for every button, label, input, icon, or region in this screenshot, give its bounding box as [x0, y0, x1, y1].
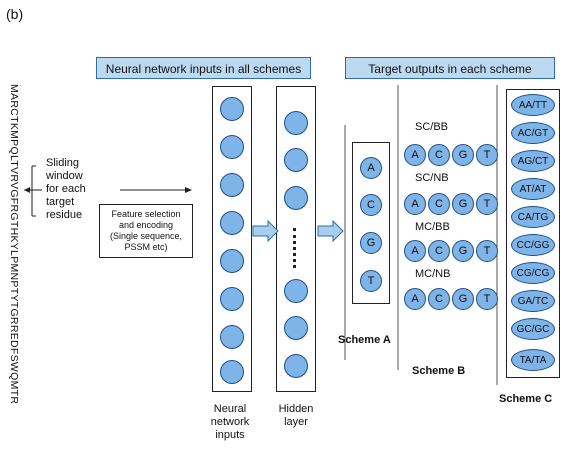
scheme-a-node: C: [360, 194, 382, 216]
input-node: [220, 287, 244, 311]
scheme-c-title: Scheme C: [499, 393, 553, 405]
scheme-b-node: T: [476, 193, 498, 215]
scheme-b-node: G: [452, 144, 474, 166]
input-node: [220, 173, 244, 197]
scheme-b-node: A: [404, 144, 426, 166]
hidden-node: [284, 279, 308, 303]
scheme-b-node: C: [428, 144, 450, 166]
hidden-node: [284, 354, 308, 378]
input-node: [220, 211, 244, 235]
scheme-a-node: A: [360, 157, 382, 179]
scheme-a-title: Scheme A: [338, 334, 391, 346]
hidden-ellipsis: [293, 228, 300, 268]
arrow-hidden-to-output: [317, 220, 344, 242]
window-label: Sliding window for each target residue: [46, 157, 86, 222]
sliding-window-graphic: [24, 165, 192, 217]
feature-box-line: PSSM etc): [124, 242, 168, 252]
scheme-c-node: GA/TC: [511, 290, 555, 312]
inputs-header: Neural network inputs in all schemes: [96, 57, 311, 79]
scheme-c-node: CA/TG: [511, 206, 555, 228]
input-node: [220, 325, 244, 349]
scheme-b-node: C: [428, 193, 450, 215]
arrow-input-to-hidden: [252, 220, 279, 242]
scheme-c-node: AA/TT: [511, 94, 555, 116]
input-node: [220, 97, 244, 121]
input-label-line: Neural: [213, 403, 247, 415]
input-node: [220, 135, 244, 159]
input-node: [220, 249, 244, 273]
outputs-header: Target outputs in each scheme: [345, 57, 555, 79]
scheme-c-node: TA/TA: [511, 349, 555, 371]
scheme-b-node: T: [476, 288, 498, 310]
scheme-c-node: CG/CG: [511, 262, 555, 284]
hidden-label-line: layer: [284, 416, 308, 428]
window-label-line: for each: [46, 183, 86, 195]
scheme-c-node: AC/GT: [511, 122, 555, 144]
scheme-a-node: G: [360, 232, 382, 254]
input-label-line: network: [210, 416, 250, 428]
hidden-layer-column: [276, 86, 316, 392]
sequence-text: MARCTKMPQLTVRVGFRGTHKYLPMNPTYTGRREDFSWQM…: [8, 84, 20, 405]
scheme-c-node: AG/CT: [511, 150, 555, 172]
scheme-b-node: T: [476, 144, 498, 166]
scheme-b-row-label: MC/BB: [415, 221, 450, 233]
feature-box-line: Feature selection: [111, 209, 181, 219]
hidden-label-line: Hidden: [278, 403, 314, 415]
window-label-line: Sliding: [46, 157, 80, 169]
scheme-b-node: A: [404, 240, 426, 262]
scheme-b-node: A: [404, 288, 426, 310]
input-node: [220, 360, 244, 384]
scheme-b-node: T: [476, 240, 498, 262]
input-layer-label: Neural network inputs: [200, 403, 260, 442]
window-label-line: window: [46, 170, 83, 182]
window-label-line: target: [46, 196, 75, 208]
scheme-b-node: G: [452, 288, 474, 310]
scheme-b-node: A: [404, 193, 426, 215]
input-label-line: inputs: [215, 429, 245, 441]
scheme-b-node: C: [428, 240, 450, 262]
window-label-line: residue: [46, 209, 83, 221]
scheme-b-node: C: [428, 288, 450, 310]
hidden-node: [284, 111, 308, 135]
hidden-node: [284, 186, 308, 210]
scheme-b-node: G: [452, 193, 474, 215]
panel-label: (b): [6, 6, 24, 22]
scheme-b-node: G: [452, 240, 474, 262]
hidden-layer-label: Hidden layer: [268, 403, 324, 429]
feature-box-line: (Single sequence,: [109, 231, 183, 241]
scheme-b-row-label: SC/NB: [415, 172, 449, 184]
feature-box-line: and encoding: [118, 220, 174, 230]
scheme-a-node: T: [360, 270, 382, 292]
feature-selection-box: Feature selection and encoding (Single s…: [99, 204, 193, 258]
scheme-divider-lines: [344, 85, 498, 385]
hidden-node: [284, 316, 308, 340]
scheme-b-title: Scheme B: [412, 365, 466, 377]
hidden-node: [284, 148, 308, 172]
scheme-c-node: AT/AT: [511, 178, 555, 200]
scheme-c-node: GC/GC: [511, 318, 555, 340]
scheme-c-node: CC/GG: [511, 234, 555, 256]
scheme-b-row-label: MC/NB: [415, 268, 451, 280]
scheme-b-row-label: SC/BB: [415, 121, 449, 133]
